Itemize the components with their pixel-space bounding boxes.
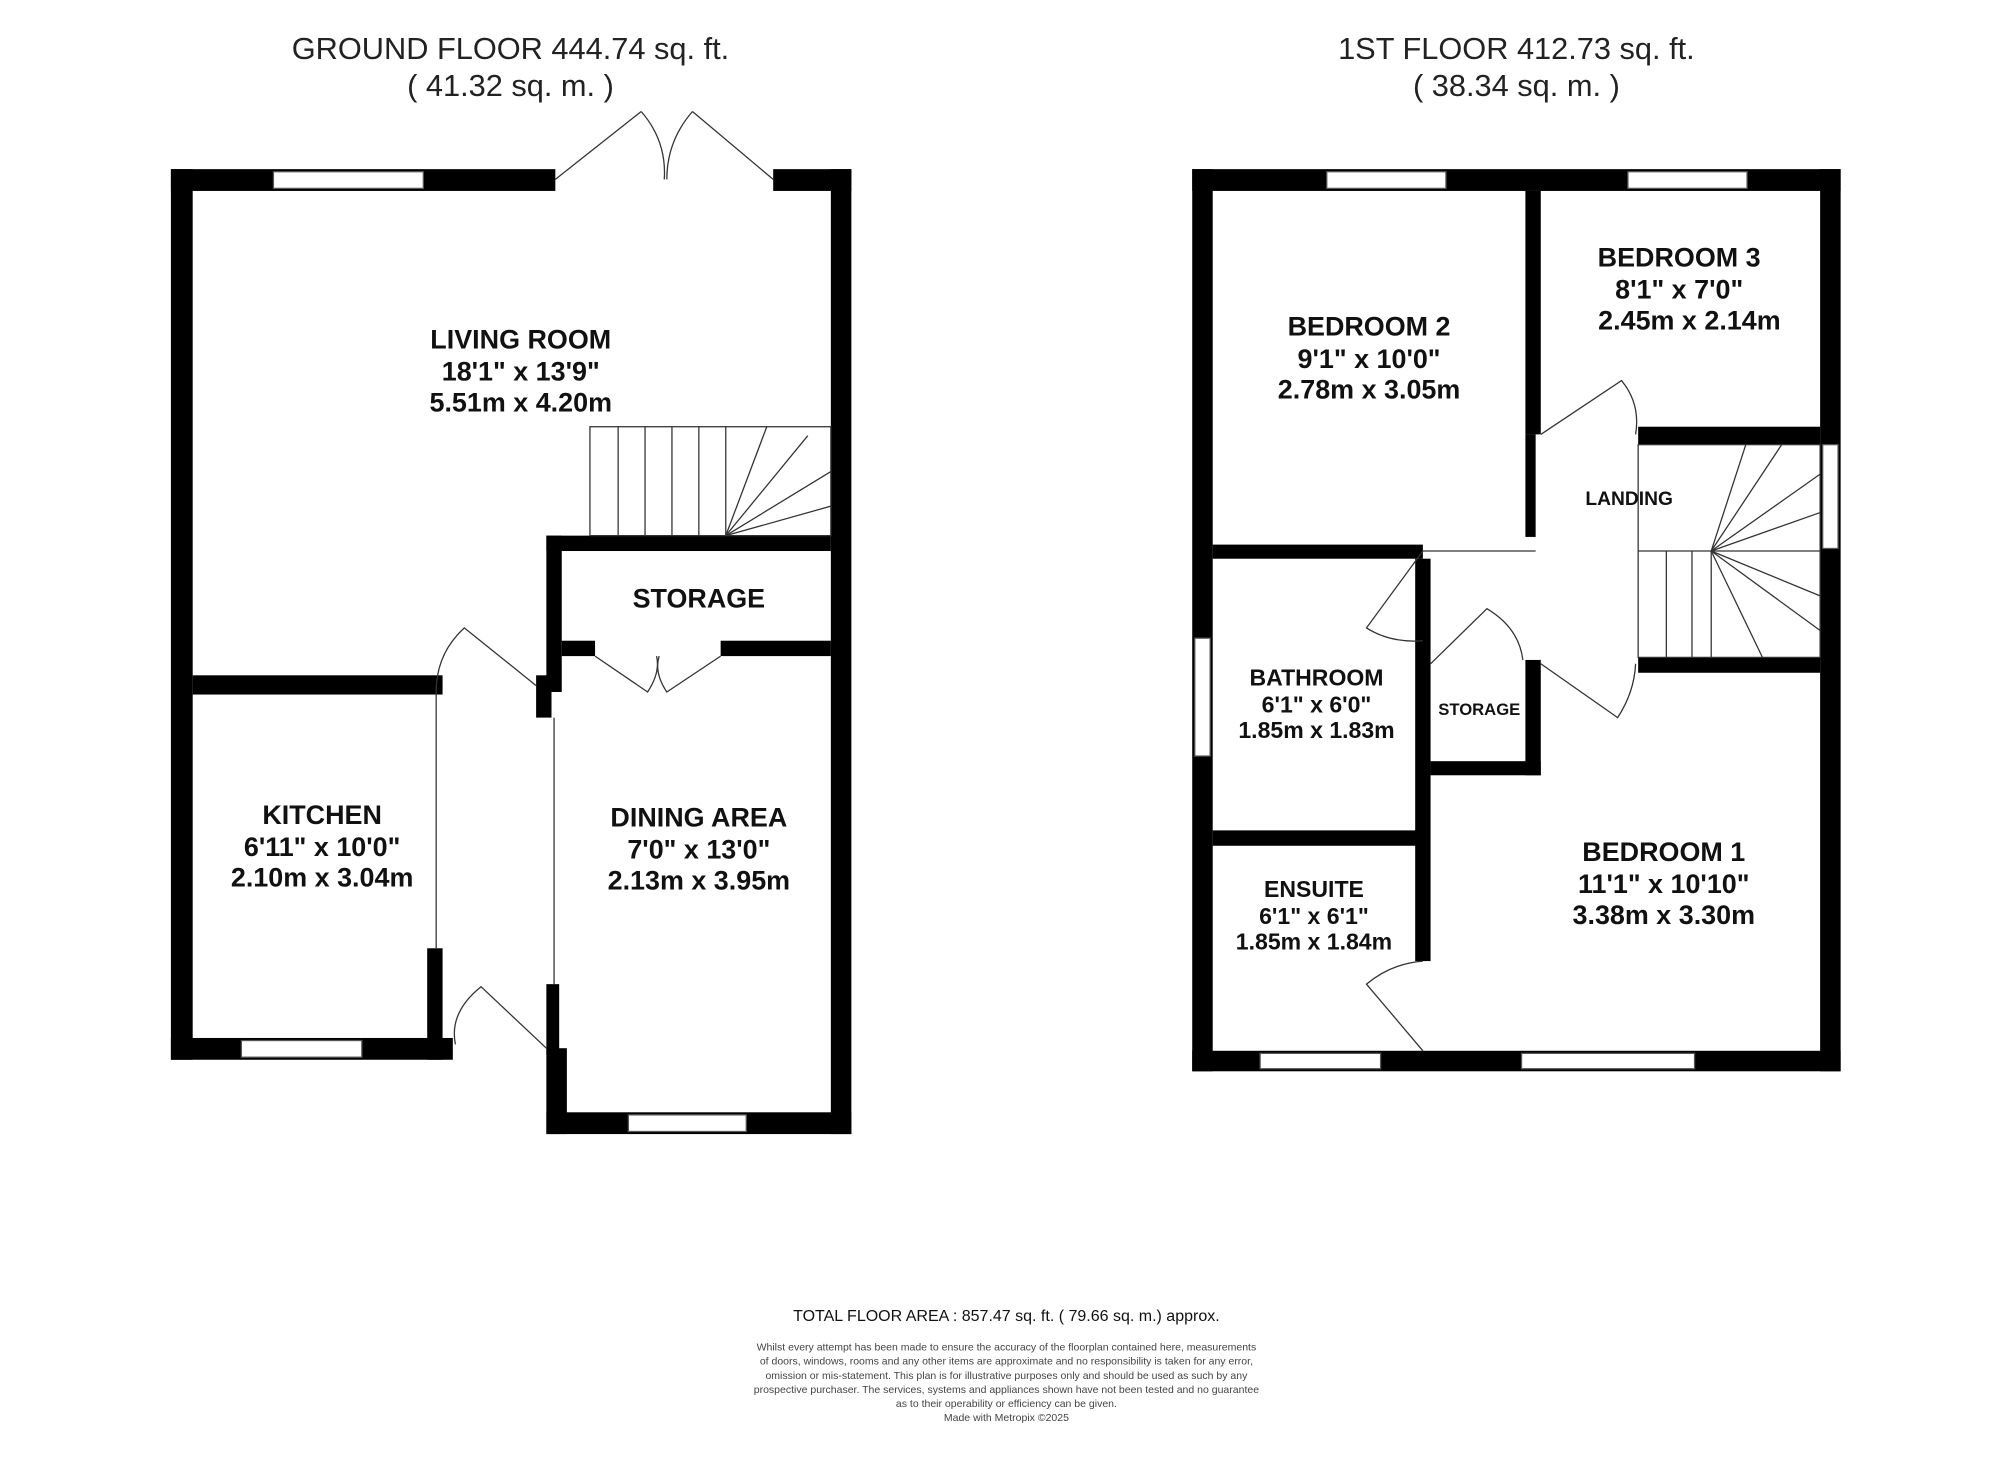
room-landing: LANDING (1585, 489, 1673, 510)
room-bedroom-3: BEDROOM 3 8'1" x 7'0" 2.45m x 2.14m (1598, 243, 1781, 336)
room-size-imperial: 7'0" x 13'0" (627, 835, 770, 865)
room-name: LANDING (1585, 489, 1673, 510)
ground-floor-area-metric: ( 41.32 sq. m. ) (407, 68, 614, 103)
room-name: BEDROOM 2 (1288, 312, 1451, 342)
first-floor-doors (1365, 379, 1638, 1052)
room-size-metric: 5.51m x 4.20m (429, 387, 612, 417)
ground-floor-windows (240, 171, 747, 1133)
room-bedroom-2: BEDROOM 2 9'1" x 10'0" 2.78m x 3.05m (1278, 312, 1461, 405)
room-storage-first: STORAGE (1438, 700, 1520, 719)
room-size-metric: 1.85m x 1.83m (1238, 717, 1394, 743)
room-bedroom-1: BEDROOM 1 11'1" x 10'10" 3.38m x 3.30m (1573, 837, 1756, 930)
room-name: KITCHEN (262, 800, 382, 830)
first-floor-area-metric: ( 38.34 sq. m. ) (1413, 68, 1620, 103)
room-size-metric: 1.85m x 1.84m (1236, 929, 1392, 955)
first-floor-title: 1ST FLOOR 412.73 sq. ft. (1338, 31, 1695, 66)
room-size-imperial: 8'1" x 7'0" (1615, 275, 1743, 305)
room-name: BEDROOM 1 (1582, 837, 1745, 867)
disclaimer-line: of doors, windows, rooms and any other i… (760, 1356, 1253, 1368)
room-size-imperial: 9'1" x 10'0" (1298, 344, 1441, 374)
ground-floor-stairs (589, 426, 832, 537)
room-living-room: LIVING ROOM 18'1" x 13'9" 5.51m x 4.20m (429, 325, 612, 418)
room-size-metric: 2.13m x 3.95m (608, 865, 791, 895)
room-bathroom: BATHROOM 6'1" x 6'0" 1.85m x 1.83m (1238, 665, 1394, 744)
room-size-imperial: 6'11" x 10'0" (244, 832, 401, 862)
total-floor-area: TOTAL FLOOR AREA : 857.47 sq. ft. ( 79.6… (793, 1308, 1220, 1325)
ground-floor-doors (435, 110, 774, 1049)
room-name: LIVING ROOM (430, 325, 611, 355)
room-name: BATHROOM (1250, 665, 1384, 691)
room-kitchen: KITCHEN 6'11" x 10'0" 2.10m x 3.04m (231, 800, 413, 893)
disclaimer-line: omission or mis-statement. This plan is … (765, 1370, 1248, 1382)
room-name: ENSUITE (1264, 876, 1364, 902)
first-floor: 1ST FLOOR 412.73 sq. ft. ( 38.34 sq. m. … (1192, 31, 1841, 1072)
ground-floor-walls (170, 169, 852, 1135)
room-name: BEDROOM 3 (1598, 243, 1761, 273)
room-size-metric: 3.38m x 3.30m (1573, 900, 1756, 930)
footer: TOTAL FLOOR AREA : 857.47 sq. ft. ( 79.6… (754, 1308, 1259, 1424)
ground-floor-title: GROUND FLOOR 444.74 sq. ft. (292, 31, 729, 66)
first-floor-stairs (1637, 444, 1821, 659)
room-size-imperial: 18'1" x 13'9" (442, 357, 600, 387)
room-dining-area: DINING AREA 7'0" x 13'0" 2.13m x 3.95m (608, 803, 791, 896)
room-storage-ground: STORAGE (633, 583, 766, 613)
room-name: STORAGE (633, 583, 766, 613)
ground-floor: GROUND FLOOR 444.74 sq. ft. ( 41.32 sq. … (170, 31, 852, 1135)
room-size-metric: 2.45m x 2.14m (1598, 305, 1781, 335)
room-size-imperial: 11'1" x 10'10" (1578, 869, 1749, 899)
credit: Made with Metropix ©2025 (944, 1412, 1069, 1424)
room-size-imperial: 6'1" x 6'0" (1262, 691, 1372, 717)
room-name: DINING AREA (610, 803, 787, 833)
disclaimer-line: prospective purchaser. The services, sys… (754, 1384, 1259, 1396)
room-size-metric: 2.10m x 3.04m (231, 863, 413, 893)
disclaimer-line: Whilst every attempt has been made to en… (757, 1342, 1257, 1354)
disclaimer-line: as to their operability or efficiency ca… (896, 1398, 1117, 1410)
room-name: STORAGE (1438, 700, 1520, 719)
room-ensuite: ENSUITE 6'1" x 6'1" 1.85m x 1.84m (1236, 876, 1392, 955)
first-floor-windows (1194, 171, 1839, 1070)
room-size-imperial: 6'1" x 6'1" (1259, 903, 1369, 929)
room-size-metric: 2.78m x 3.05m (1278, 375, 1461, 405)
